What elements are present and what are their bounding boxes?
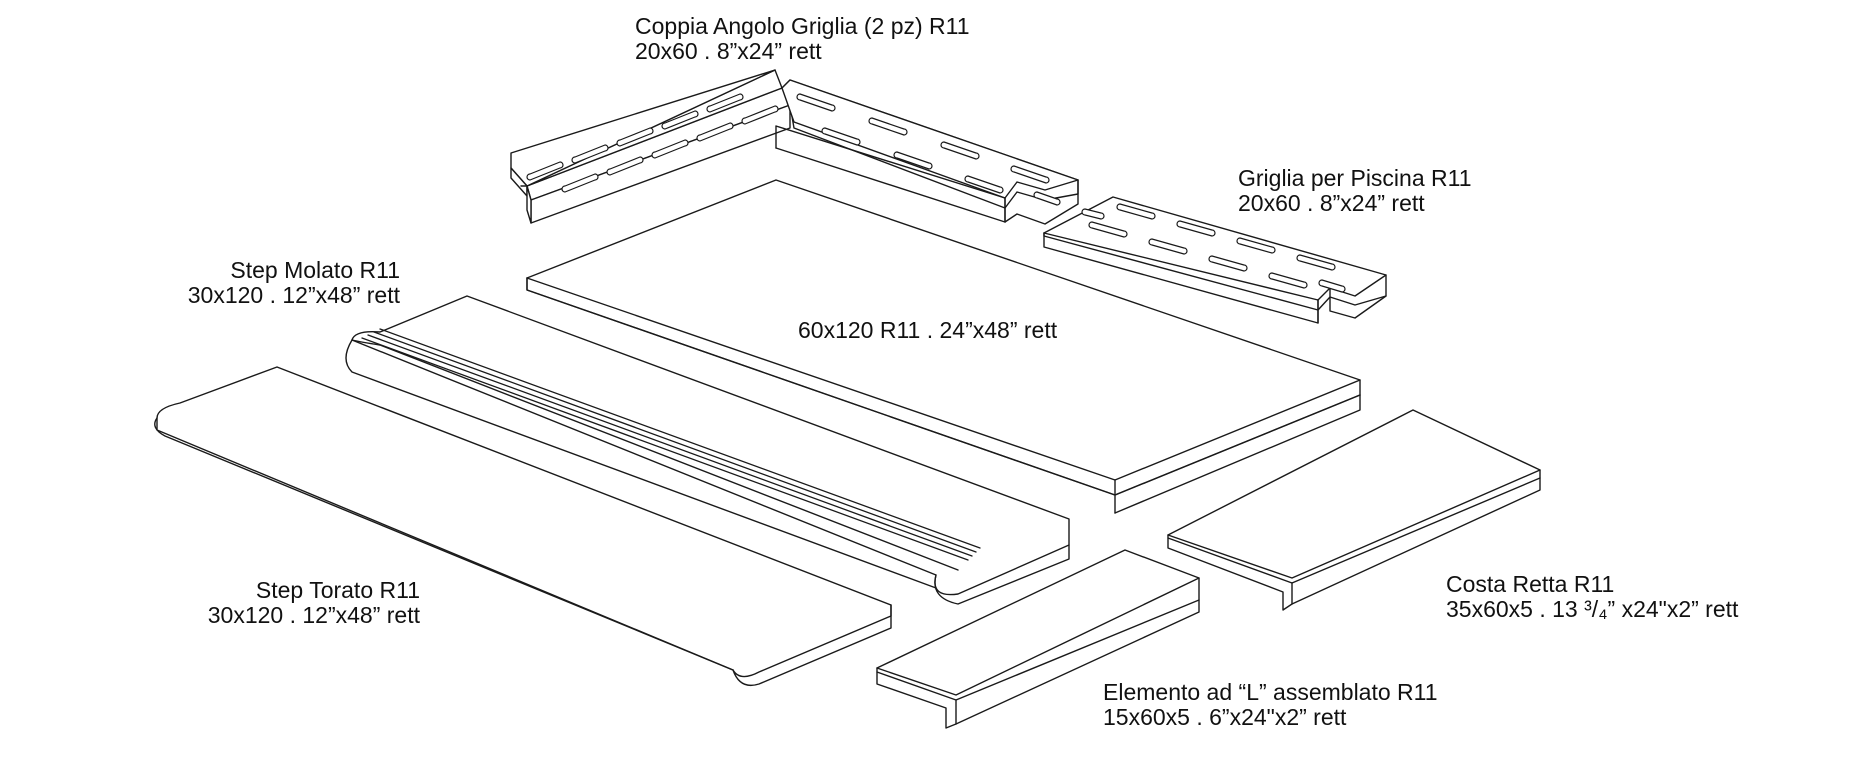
step-molato-name: Step Molato R11	[230, 257, 400, 283]
corner-grate-slots	[526, 93, 1061, 206]
griglia-piscina-label: Griglia per Piscina R11 20x60 . 8”x24” r…	[1238, 166, 1472, 216]
elemento-l-label: Elemento ad “L” assemblato R11 15x60x5 .…	[1103, 680, 1438, 730]
griglia-piscina-size: 20x60 . 8”x24” rett	[1238, 190, 1425, 216]
corner-grate-left-arm	[510, 69, 791, 224]
griglia-piscina-name: Griglia per Piscina R11	[1238, 165, 1472, 191]
step-torato-size: 30x120 . 12”x48” rett	[207, 602, 420, 628]
corner-grate-right-arm	[775, 79, 1079, 225]
elemento-l-piece	[876, 549, 1200, 729]
step-molato-grooves	[361, 328, 981, 561]
coppia-angolo-griglia-name: Coppia Angolo Griglia (2 pz) R11	[635, 13, 970, 39]
pool-grate-piece	[1043, 196, 1387, 324]
costa-retta-name: Costa Retta R11	[1446, 571, 1615, 597]
elemento-l-size: 15x60x5 . 6”x24"x2” rett	[1103, 704, 1347, 730]
slab-60x120-label: 60x120 R11 . 24”x48” rett	[798, 318, 1057, 343]
elemento-l-name: Elemento ad “L” assemblato R11	[1103, 679, 1438, 705]
slab-60x120-name: 60x120 R11 . 24”x48” rett	[798, 317, 1058, 343]
step-molato-piece	[345, 295, 1070, 605]
coppia-angolo-griglia-size: 20x60 . 8”x24” rett	[635, 38, 822, 64]
costa-retta-size: 35x60x5 . 13 ³/₄” x24"x2” rett	[1446, 596, 1739, 622]
step-torato-name: Step Torato R11	[255, 577, 420, 603]
coppia-angolo-griglia-label: Coppia Angolo Griglia (2 pz) R11 20x60 .…	[635, 14, 970, 64]
pool-grate-slots	[1081, 203, 1346, 293]
costa-retta-label: Costa Retta R11 35x60x5 . 13 ³/₄” x24"x2…	[1446, 572, 1738, 622]
step-torato-label: Step Torato R11 30x120 . 12”x48” rett	[120, 578, 420, 628]
slab-60x120-piece	[526, 179, 1361, 514]
step-molato-size: 30x120 . 12”x48” rett	[187, 282, 400, 308]
costa-retta-piece	[1167, 409, 1541, 611]
corner-grate-pair-piece	[510, 69, 1079, 225]
step-torato-piece	[154, 366, 892, 687]
step-molato-label: Step Molato R11 30x120 . 12”x48” rett	[110, 258, 400, 308]
